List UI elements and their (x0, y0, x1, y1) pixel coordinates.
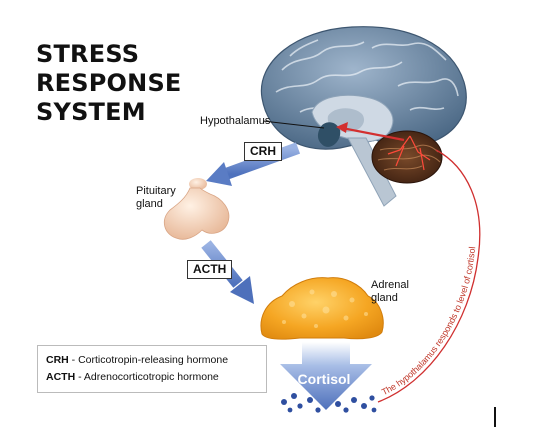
feedback-text: The hypothalamus responds to level of co… (380, 246, 477, 397)
title-line-2: RESPONSE (36, 69, 182, 97)
crh-arrow (206, 142, 301, 186)
cortisol-molecules (281, 393, 377, 413)
hypothalamus-label: Hypothalamus (200, 115, 271, 127)
feedback-loop: The hypothalamus responds to level of co… (377, 149, 481, 403)
acth-tag: ACTH (187, 260, 233, 279)
pituitary-label: Pituitary gland (136, 185, 176, 210)
cerebellum-folia (377, 144, 441, 171)
brainstem (347, 137, 397, 207)
title-line-1: STRESS (36, 40, 140, 68)
brain (260, 26, 467, 207)
page-title: STRESS RESPONSE SYSTEM (36, 40, 182, 127)
adrenal-gland (260, 277, 384, 340)
crh-tag: CRH (244, 142, 282, 161)
cerebellum-highlights (387, 135, 431, 171)
legend-abbr: ACTH (46, 371, 76, 383)
pituitary-gland (163, 178, 230, 240)
hypothalamus-pointer-line (262, 120, 325, 129)
cortisol-arrow (280, 342, 372, 410)
adrenal-label: Adrenal gland (371, 279, 409, 304)
text-cursor (494, 407, 496, 427)
legend-box: CRH - Corticotropin-releasing hormone AC… (37, 345, 267, 393)
legend-row-acth: ACTH - Adrenocorticotropic hormone (46, 369, 258, 386)
cerebellum (371, 130, 443, 184)
legend-text: - Corticotropin-releasing hormone (68, 354, 229, 366)
hypothalamus-feedback-arrow (341, 126, 405, 142)
title-line-3: SYSTEM (36, 98, 146, 126)
legend-abbr: CRH (46, 354, 69, 366)
adrenal-texture (282, 289, 368, 328)
legend-row-crh: CRH - Corticotropin-releasing hormone (46, 352, 258, 369)
cortisol-label: Cortisol (297, 371, 351, 387)
legend-text: - Adrenocorticotropic hormone (75, 371, 219, 383)
